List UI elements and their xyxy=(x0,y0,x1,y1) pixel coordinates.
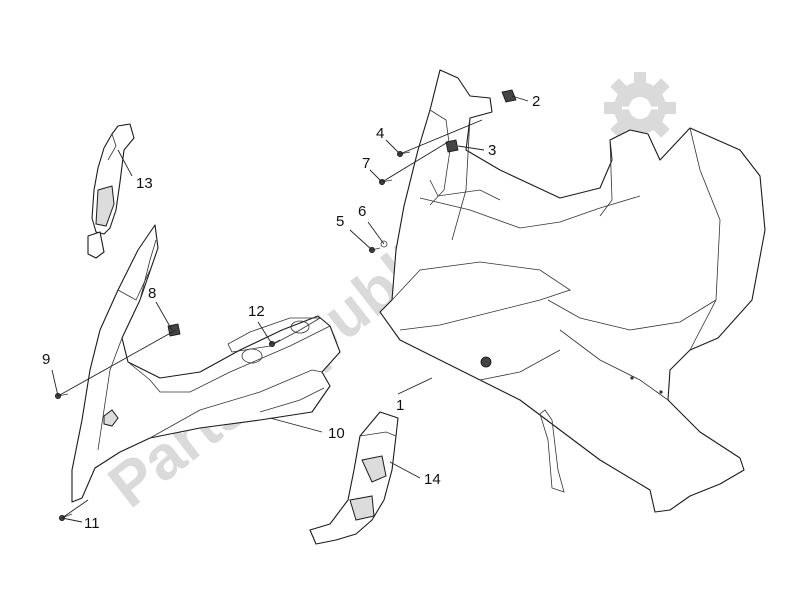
callout-11: 11 xyxy=(84,515,100,532)
leader-11 xyxy=(60,499,89,523)
callout-4: 4 xyxy=(376,125,384,142)
leader-8 xyxy=(155,301,173,331)
part-13-inner-panel xyxy=(87,123,135,259)
leader-9 xyxy=(51,329,177,397)
callout-7: 7 xyxy=(362,155,370,172)
callout-10: 10 xyxy=(328,425,345,442)
callout-12: 12 xyxy=(248,303,265,320)
callout-5: 5 xyxy=(336,213,344,230)
callout-2: 2 xyxy=(532,93,540,110)
leader-4 xyxy=(385,119,483,155)
part-3-clip xyxy=(445,139,459,153)
leader-3 xyxy=(457,145,485,151)
part-6-washer xyxy=(380,240,388,248)
callout-8: 8 xyxy=(148,285,156,302)
leader-1 xyxy=(397,377,433,395)
callout-6: 6 xyxy=(358,203,366,220)
callout-14: 14 xyxy=(424,471,441,488)
callouts: 1 2 3 4 5 6 7 8 9 10 11 12 13 14 xyxy=(42,93,540,532)
leader-13 xyxy=(117,149,133,177)
leader-10 xyxy=(269,417,323,433)
leader-7 xyxy=(369,141,449,183)
part-10-front-cowl xyxy=(71,224,341,503)
leader-2 xyxy=(511,95,529,102)
callout-3: 3 xyxy=(488,142,496,159)
leader-14 xyxy=(389,461,421,479)
leader-12 xyxy=(257,321,273,345)
callout-13: 13 xyxy=(136,175,153,192)
part-2-clip xyxy=(501,89,517,103)
leader-5 xyxy=(349,229,373,251)
part-1-leg-shield xyxy=(379,69,766,513)
callout-1: 1 xyxy=(396,397,404,414)
leader-6 xyxy=(367,221,385,245)
part-14-bracket-panel xyxy=(309,411,399,545)
leader-lines xyxy=(51,95,529,523)
callout-9: 9 xyxy=(42,351,50,368)
